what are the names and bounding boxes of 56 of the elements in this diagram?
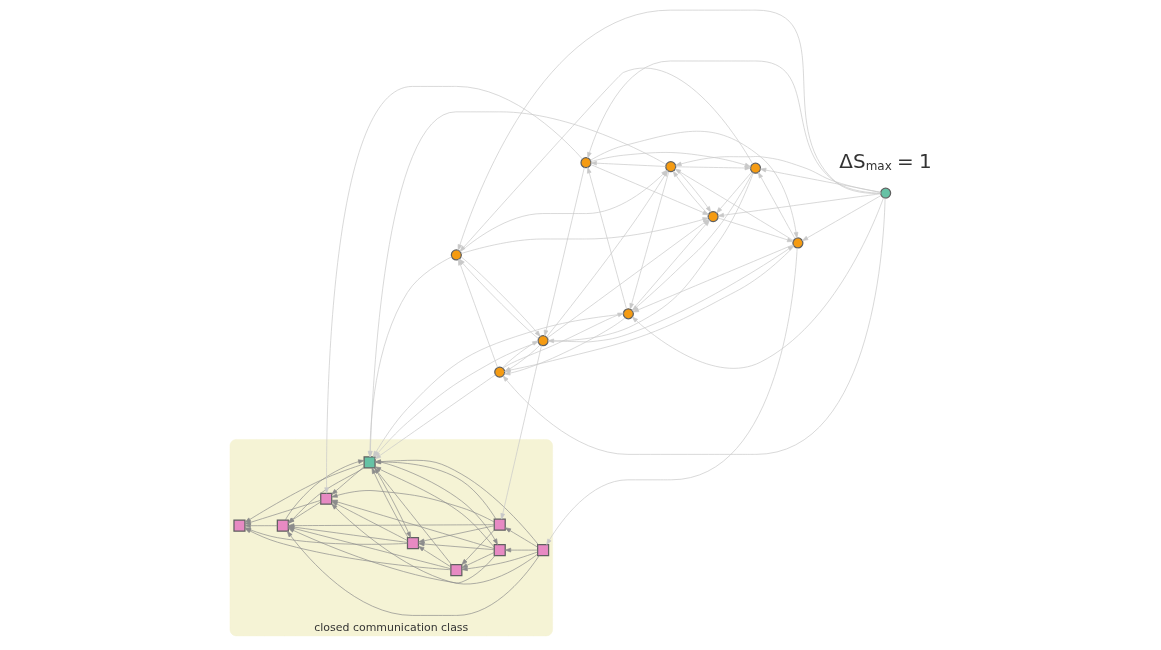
node-circle [622,308,634,320]
arrow [715,171,752,214]
arrow [545,247,797,545]
node-circle [537,335,549,347]
arrow [330,503,538,585]
node-circle [749,162,761,174]
arrow [417,541,494,551]
arrow [417,546,451,568]
arrow [586,60,881,194]
arrow [323,86,583,494]
arrow [286,530,539,616]
arrow [717,217,793,243]
arrow [244,463,364,523]
node-circle [664,161,676,173]
arrow [287,467,364,524]
node-box [536,544,549,557]
arrow [244,500,321,525]
arrow [589,130,798,239]
node-circle [450,249,462,261]
arrow [757,172,795,240]
node-circle [791,237,803,249]
node-circle [579,157,592,169]
arrow [330,466,364,495]
arrow [543,167,585,337]
arrow [547,245,794,343]
arrow [801,195,882,242]
node-circle [879,187,891,199]
arrow [461,529,495,566]
arrow [586,167,627,310]
arrow [589,164,709,216]
arrow [504,547,538,553]
node-circle [493,366,505,378]
arrow [502,312,624,369]
arrow [590,160,666,167]
node-box [449,563,462,577]
arrow [590,152,751,168]
arrow [284,459,364,521]
arrow [632,244,793,313]
node-box [406,537,419,550]
node-box [493,544,506,557]
arrow [759,167,881,193]
arrow [631,197,884,369]
node-box [319,492,332,505]
node-circle [707,210,719,223]
node-box [493,518,506,531]
arrow [504,527,538,548]
arrow [244,523,278,528]
node-box [232,519,246,532]
arrow [287,501,321,523]
arrow [417,525,494,544]
node-box [276,519,289,532]
arrow [461,551,538,572]
arrow [674,165,751,171]
node-box [363,456,376,469]
arrow [717,193,881,218]
arrow [461,552,495,569]
